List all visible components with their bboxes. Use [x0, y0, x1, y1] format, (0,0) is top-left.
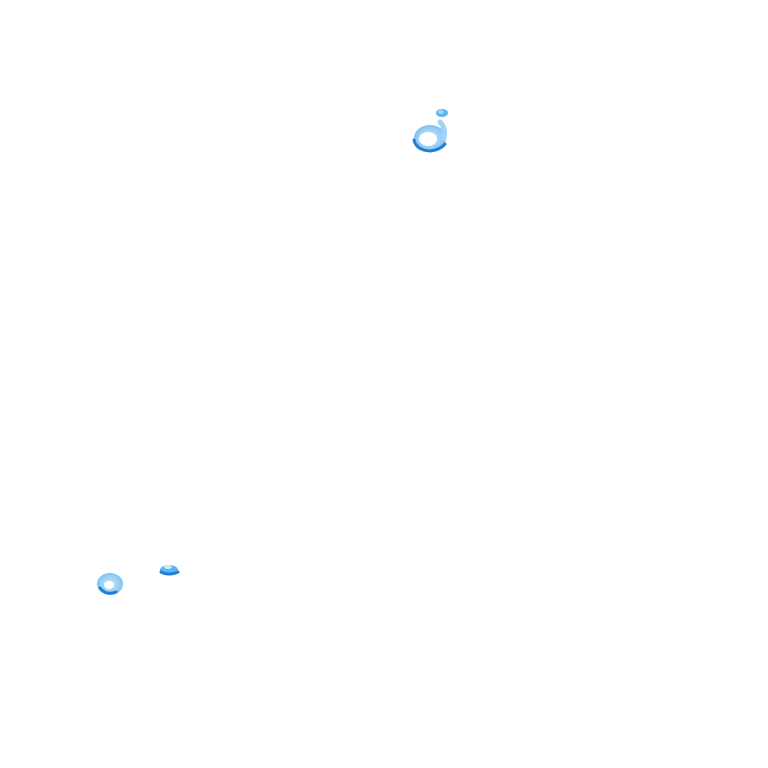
blob-lower-left-dome — [159, 565, 180, 576]
blob-top-ring — [412, 119, 447, 153]
blob-lower-left-ring — [97, 573, 123, 595]
blob-top-nub — [436, 109, 448, 117]
